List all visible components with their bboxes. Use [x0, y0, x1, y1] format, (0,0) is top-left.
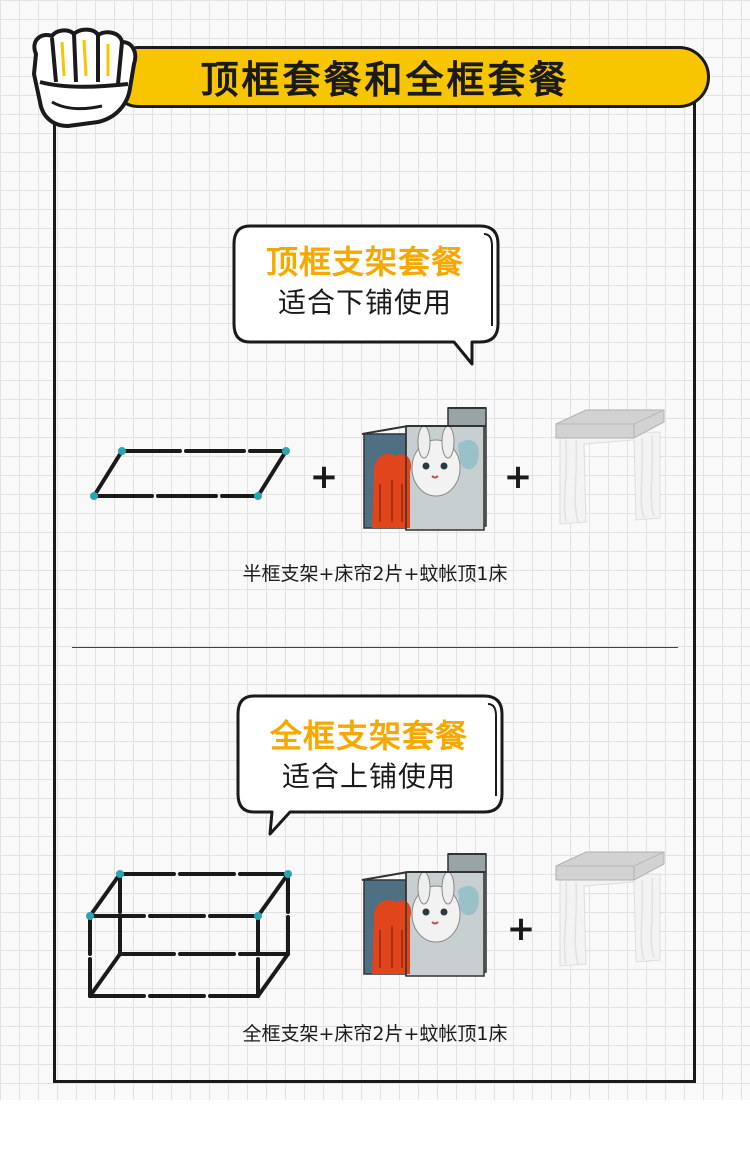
page-title: 顶框套餐和全框套餐	[200, 58, 570, 102]
half-frame-icon	[90, 447, 290, 500]
plus-sign: +	[506, 909, 536, 949]
top-package-title: 顶框支架套餐	[265, 243, 464, 281]
fist-icon	[32, 27, 138, 128]
mosquito-net-top-icon	[555, 409, 665, 525]
bottom-strip	[0, 1100, 750, 1169]
bed-curtain-icon	[361, 853, 487, 977]
section-divider	[72, 647, 678, 648]
top-package-caption: 半框支架+床帘2片+蚊帐顶1床	[242, 563, 508, 585]
full-package-caption: 全框支架+床帘2片+蚊帐顶1床	[242, 1023, 508, 1045]
speech-bubble-top	[232, 224, 500, 366]
plus-sign: +	[503, 457, 533, 497]
full-frame-icon	[86, 870, 292, 998]
top-package-subtitle: 适合下铺使用	[277, 286, 452, 319]
full-package-title: 全框支架套餐	[269, 717, 468, 755]
plus-sign: +	[309, 457, 339, 497]
full-package-subtitle: 适合上铺使用	[281, 760, 456, 793]
bed-curtain-icon	[361, 407, 487, 531]
title-bar	[108, 46, 710, 108]
mosquito-net-top-icon	[555, 851, 665, 967]
speech-bubble-full	[236, 694, 504, 836]
